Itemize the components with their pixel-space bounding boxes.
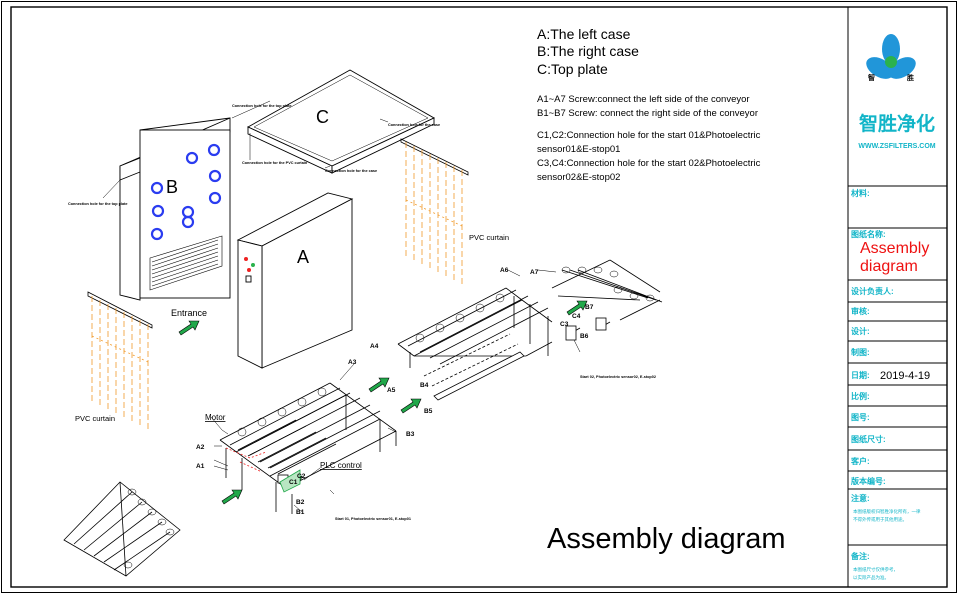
customer-label: 客户: — [850, 456, 870, 466]
drawing-name-label: 图纸名称: — [851, 229, 886, 239]
callout-b6: B6 — [580, 333, 589, 340]
conveyor-front — [219, 382, 397, 514]
design-label: 设计: — [851, 326, 870, 336]
note-case-bottom: Connection hole for the case — [325, 169, 377, 173]
note-pvc-curtain: Connection hole for the PVC curtain — [242, 161, 308, 165]
note-top-plate-right: Connection hole for the top plate — [232, 104, 291, 108]
size-label: 图纸尺寸: — [851, 434, 886, 444]
callout-a3: A3 — [348, 359, 357, 366]
conveyor-detail — [63, 481, 181, 577]
leader-lines — [102, 100, 581, 513]
notes-label: 注意: — [851, 493, 870, 503]
arrow-icon — [566, 300, 588, 316]
case-a-letter: A — [297, 247, 309, 267]
draw-label: 制图: — [851, 347, 870, 357]
legend-conn-c1-line2: sensor01&E-stop01 — [537, 144, 620, 155]
remarks-label: 备注: — [850, 551, 870, 561]
callout-b7: B7 — [585, 304, 594, 311]
version-label: 版本编号: — [850, 476, 886, 486]
vent-grille — [149, 235, 223, 291]
designer-label: 设计负责人: — [851, 286, 894, 296]
callout-c1: C1 — [289, 479, 298, 486]
note-top-plate-left: Connection hole for the top plate — [68, 202, 127, 206]
drawing-no-label: 图号: — [851, 413, 870, 422]
scale-label: 比例: — [851, 391, 870, 401]
callout-b2: B2 — [296, 499, 305, 506]
case-b-letter: B — [166, 177, 178, 197]
arrow-icon — [368, 377, 390, 393]
legend-conn-c1-line1: C1,C2:Connection hole for the start 01&P… — [537, 130, 761, 141]
date-value: 2019-4-19 — [880, 370, 930, 382]
legend: A:The left case B:The right case C:Top p… — [537, 26, 761, 183]
arrow-icon — [221, 489, 243, 505]
logo-char-left: 智 — [868, 73, 875, 82]
date-label: 日期: — [851, 370, 870, 380]
remarks-text-2: 以实际产品为准。 — [853, 574, 889, 581]
company-name: 智胜净化 — [859, 112, 935, 135]
note-start02: Start 02, Photoelectric sensor02, E-stop… — [580, 375, 656, 379]
drawing-name-1: Assembly — [860, 240, 929, 257]
legend-screw-b: B1~B7 Screw: connect the right side of t… — [537, 108, 758, 119]
callout-b1: B1 — [296, 509, 305, 516]
top-plate-letter: C — [316, 107, 329, 127]
nozzle-group — [150, 143, 222, 241]
callouts: A1 A2 A3 A4 A5 A6 A7 B1 B2 B3 B4 B5 B6 B… — [196, 267, 594, 516]
callout-a2: A2 — [196, 444, 205, 451]
callout-a5: A5 — [387, 387, 396, 394]
entrance-label: Entrance — [171, 308, 207, 318]
callout-c2: C2 — [297, 473, 306, 480]
pvc-curtain-left — [87, 291, 153, 432]
callout-c4: C4 — [572, 313, 581, 320]
legend-conn-c3-line2: sensor02&E-stop02 — [537, 172, 620, 183]
plc-label: PLC control — [320, 461, 362, 470]
legend-case-a: A:The left case — [537, 26, 631, 42]
hole-notes: Connection hole for the top plate Connec… — [68, 104, 656, 521]
callout-b5: B5 — [424, 408, 433, 415]
callout-a4: A4 — [370, 343, 379, 350]
title-block: 智 胜 智胜净化 WWW.ZSFILTERS.COM 材料: 图纸名称: Ass… — [847, 7, 947, 587]
callout-a6: A6 — [500, 267, 509, 274]
motor-label: Motor — [205, 413, 226, 422]
callout-a1: A1 — [196, 463, 205, 470]
case-a — [236, 192, 354, 369]
top-plate-c — [247, 69, 435, 174]
legend-screw-a: A1~A7 Screw:connect the left side of the… — [537, 94, 750, 105]
company-logo: 智 胜 — [866, 34, 916, 82]
arrow-icon — [178, 320, 200, 336]
conveyor-upper-right — [551, 259, 663, 341]
arrow-icon — [400, 398, 422, 414]
notes-text-2: 不得外传或用于其他用途。 — [853, 516, 907, 523]
legend-case-c: C:Top plate — [537, 61, 608, 77]
drawing-name-2: diagram — [860, 258, 918, 275]
material-label: 材料: — [851, 188, 870, 198]
drawing-big-title: Assembly diagram — [547, 523, 786, 555]
notes-text-1: 本图纸版权归智胜净化所有，一律 — [853, 508, 921, 515]
remarks-text-1: 本图纸尺寸仅供参考， — [853, 566, 898, 573]
company-url: WWW.ZSFILTERS.COM — [858, 143, 935, 150]
pvc-curtain-right — [400, 138, 469, 286]
legend-conn-c3-line1: C3,C4:Connection hole for the start 02&P… — [537, 158, 761, 169]
case-b — [119, 117, 231, 301]
legend-case-b: B:The right case — [537, 43, 639, 59]
callout-b3: B3 — [406, 431, 415, 438]
pvc-curtain-left-label: PVC curtain — [75, 414, 115, 423]
pvc-curtain-right-label: PVC curtain — [469, 233, 509, 242]
conveyor-middle — [397, 287, 553, 401]
review-label: 审核: — [851, 306, 870, 316]
callout-c3: C3 — [560, 321, 569, 328]
callout-a7: A7 — [530, 269, 539, 276]
note-case-right: Connection hole for the case — [388, 123, 440, 127]
note-start01: Start 01, Photoelectric sensor01, E-stop… — [335, 517, 411, 521]
inner-frame — [10, 6, 948, 588]
callout-b4: B4 — [420, 382, 429, 389]
logo-char-right: 胜 — [906, 73, 914, 82]
